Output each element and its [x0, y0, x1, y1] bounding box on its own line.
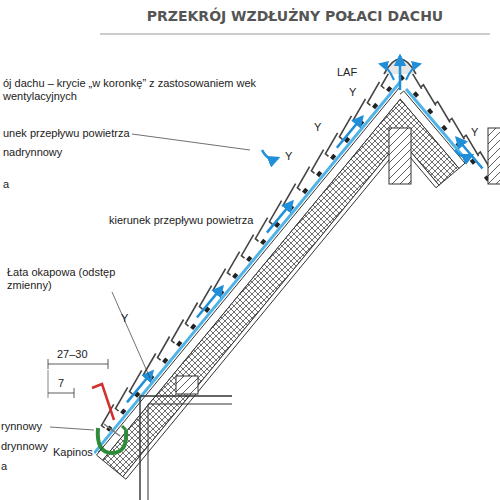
batten	[429, 109, 432, 113]
batten	[122, 410, 125, 414]
batten	[443, 126, 446, 130]
roof-tile	[435, 102, 451, 123]
batten	[318, 172, 321, 176]
batten	[360, 121, 363, 125]
roof-tile	[172, 320, 184, 344]
batten	[332, 155, 335, 159]
batten	[471, 160, 474, 164]
part-label: unek przepływu powietrza	[2, 127, 131, 140]
batten	[262, 240, 265, 244]
batten	[388, 87, 391, 91]
batten	[206, 308, 209, 312]
roof-tile	[420, 85, 436, 106]
roof-layer	[97, 45, 401, 460]
batten	[290, 206, 293, 210]
dimension-label: Y	[348, 86, 357, 99]
membrane	[406, 89, 467, 161]
batten	[192, 325, 195, 329]
roof-tile	[255, 218, 267, 242]
batten	[276, 223, 279, 227]
batten	[457, 143, 460, 147]
batten	[414, 93, 417, 97]
batten	[164, 359, 167, 363]
roof-tile	[241, 235, 253, 259]
batten	[234, 274, 237, 278]
batten	[346, 138, 349, 142]
title: PRZEKRÓJ WZDŁUŻNY POŁACI DACHU	[100, 8, 490, 24]
batten	[374, 104, 377, 108]
part-label: Łata okapowa (odstęp zmienny)	[6, 266, 118, 292]
dimension-label: Y	[313, 121, 322, 134]
roof-tile	[186, 303, 198, 327]
roof-layer	[400, 113, 439, 188]
roof-tile	[227, 252, 239, 276]
batten	[136, 393, 139, 397]
roof-layer	[123, 66, 400, 479]
roof-tile	[325, 133, 337, 157]
roof-tile	[158, 337, 170, 361]
batten	[304, 189, 307, 193]
part-label: Kapinos	[52, 446, 94, 459]
dimension-label: 27–30	[56, 348, 89, 361]
dimension-label: LAF	[336, 66, 358, 79]
roof-tile	[449, 118, 465, 139]
description: ój dachu – krycie „w koronkę” z zastosow…	[2, 77, 266, 103]
dimension-label: Y	[470, 126, 479, 139]
part-label: drynnowy	[0, 440, 49, 453]
part-label: kierunek przepływu powietrza	[108, 214, 254, 227]
batten	[178, 342, 181, 346]
roof-tile	[367, 82, 379, 106]
batten	[220, 291, 223, 295]
roof-tile	[116, 387, 128, 411]
part-label: rynnowy	[0, 420, 43, 433]
batten	[248, 257, 251, 261]
roof-tile	[297, 167, 309, 191]
part-label: a	[0, 460, 8, 473]
dimension-label: Y	[120, 312, 129, 325]
dimension-label: Y	[284, 150, 293, 163]
part-label: a	[2, 178, 10, 191]
part-label: nadrynnowy	[2, 146, 63, 159]
roof-tile	[311, 150, 323, 174]
air-flow-arrow	[267, 202, 292, 233]
dimension-label: 7	[57, 377, 65, 390]
air-flow-arrow	[337, 117, 362, 148]
membrane	[94, 43, 400, 453]
air-flow-arrow	[457, 138, 483, 169]
air-flow-arrow	[197, 287, 222, 318]
